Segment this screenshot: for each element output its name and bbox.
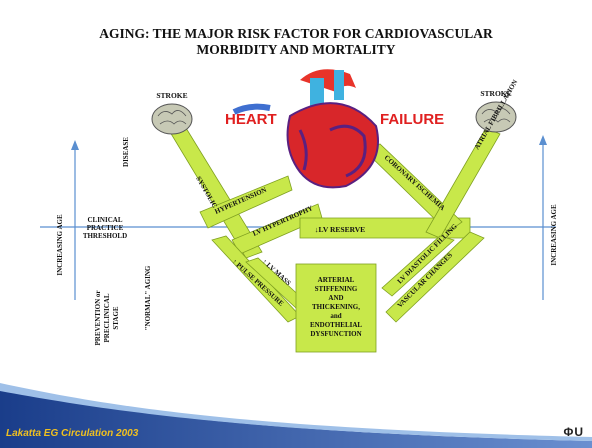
- logo: ΦU: [563, 425, 584, 439]
- prevention-line-2: PRECLINICAL: [103, 293, 111, 342]
- clinical-threshold-line-1: CLINICAL: [87, 216, 122, 224]
- central-line-7: DYSFUNCTION: [310, 330, 361, 338]
- central-line-4: THICKENING,: [312, 303, 360, 311]
- heart-icon: [234, 69, 378, 187]
- lv-reserve-label: ↓LV RESERVE: [315, 225, 365, 234]
- central-line-6: ENDOTHELIAL: [310, 321, 362, 329]
- clinical-threshold-line-3: THRESHOLD: [83, 232, 127, 240]
- central-line-5: and: [330, 312, 341, 320]
- prevention-line-3: STAGE: [112, 306, 120, 330]
- age-arrow-right-head-icon: [539, 135, 547, 145]
- heart-label: HEART: [225, 111, 277, 128]
- clinical-threshold-line-2: PRACTICE: [87, 224, 124, 232]
- central-line-1: ARTERIAL: [318, 276, 355, 284]
- prevention-line-1: PREVENTION or: [94, 290, 102, 345]
- age-arrow-left-head-icon: [71, 140, 79, 150]
- stroke-left-label: STROKE: [156, 91, 187, 100]
- title-line-1: AGING: THE MAJOR RISK FACTOR FOR CARDIOV…: [99, 26, 493, 41]
- title-line-2: MORBIDITY AND MORTALITY: [196, 42, 395, 57]
- failure-label: FAILURE: [380, 111, 444, 128]
- disease-label: DISEASE: [122, 137, 130, 167]
- brain-left-icon: [152, 104, 192, 134]
- citation: Lakatta EG Circulation 2003: [6, 428, 138, 439]
- central-line-3: AND: [328, 294, 343, 302]
- increasing-age-left: INCREASING AGE: [56, 214, 64, 276]
- normal-aging-label: "NORMAL" AGING: [144, 265, 152, 330]
- coronary-ischemia-label: CORONARY ISCHEMIA: [383, 154, 447, 213]
- increasing-age-right: INCREASING AGE: [550, 204, 558, 266]
- central-line-2: STIFFENING: [315, 285, 358, 293]
